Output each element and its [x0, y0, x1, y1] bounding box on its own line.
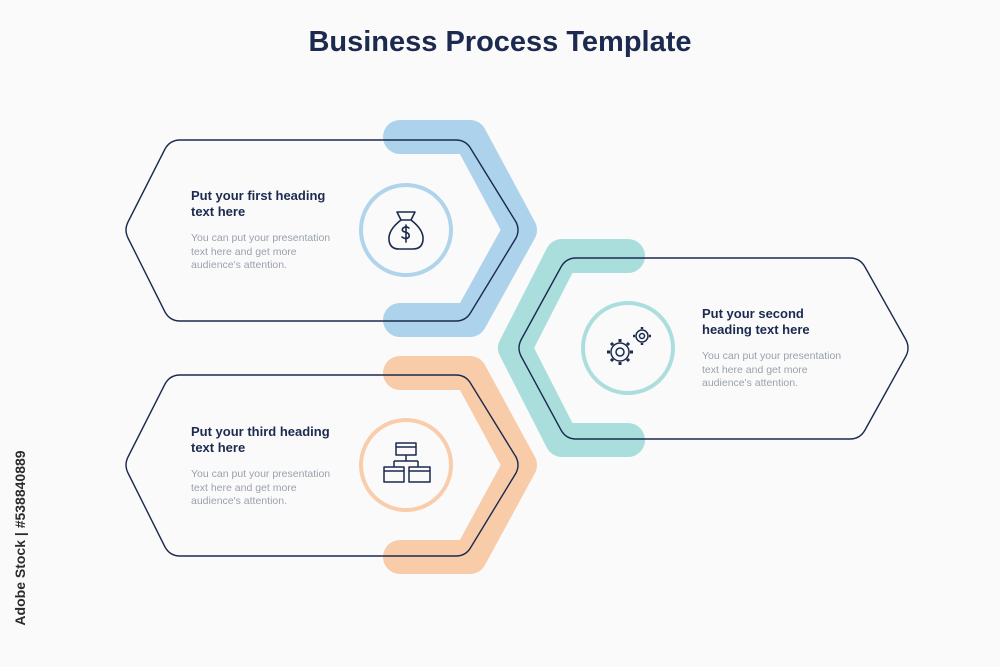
step-2-hexagon-outline — [518, 257, 909, 440]
step-1-hexagon-outline — [125, 139, 519, 322]
step-2-heading-line-2: heading text here — [702, 322, 810, 337]
step-2-body-line-3: audience's attention. — [702, 377, 798, 389]
step-3-body-line-3: audience's attention. — [191, 495, 287, 507]
step-3-icon-circle — [359, 418, 453, 512]
money-bag-icon — [388, 211, 424, 250]
gears-icon — [607, 327, 651, 365]
step-1-heading-line-2: text here — [191, 204, 246, 219]
step-1-body-line-2: text here and get more — [191, 245, 297, 258]
org-chart-icon — [383, 442, 431, 483]
step-1-icon-circle — [359, 183, 453, 277]
stock-id-label: Adobe Stock | #538840889 — [10, 420, 30, 660]
step-2-icon-circle — [581, 301, 675, 395]
step-1-body: You can put your presentation text here … — [191, 232, 351, 273]
step-3-hexagon-outline — [125, 374, 519, 557]
step-2-body: You can put your presentation text here … — [702, 350, 862, 391]
step-2-heading: Put your second heading text here — [702, 306, 862, 338]
step-2-text-block: Put your second heading text here You ca… — [702, 306, 862, 391]
step-1-accent-chevron — [383, 120, 537, 337]
stock-id-text: Adobe Stock | #538840889 — [12, 450, 28, 626]
step-2-heading-line-1: Put your second — [702, 306, 804, 321]
step-1-heading-line-1: Put your first heading — [191, 188, 326, 203]
step-1-body-line-3: audience's attention. — [191, 259, 287, 271]
step-1-heading: Put your first heading text here — [191, 188, 351, 220]
step-3-heading-line-2: text here — [191, 440, 246, 455]
step-3-body: You can put your presentation text here … — [191, 468, 351, 509]
step-3-text-block: Put your third heading text here You can… — [191, 424, 351, 509]
step-3-heading: Put your third heading text here — [191, 424, 351, 456]
page-title: Business Process Template — [308, 26, 692, 58]
step-3-heading-line-1: Put your third heading — [191, 424, 330, 439]
step-1-body-line-1: You can put your presentation — [191, 232, 331, 244]
step-1-text-block: Put your first heading text here You can… — [191, 188, 351, 273]
step-2-accent-chevron — [498, 239, 645, 457]
step-3-accent-chevron — [383, 356, 537, 574]
step-2-body-line-2: text here and get more — [702, 363, 808, 376]
step-3-body-line-1: You can put your presentation — [191, 468, 331, 480]
step-2-body-line-1: You can put your presentation — [702, 350, 842, 362]
step-3-body-line-2: text here and get more — [191, 481, 297, 494]
